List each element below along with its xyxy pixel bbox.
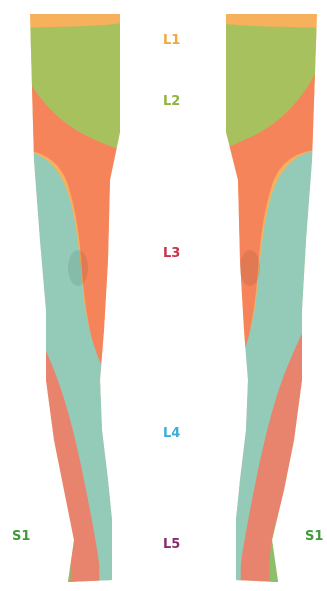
right-knee-shade bbox=[240, 250, 260, 286]
label-l2: L2 bbox=[163, 94, 180, 109]
label-l3: L3 bbox=[163, 246, 180, 261]
label-s1-right: S1 bbox=[305, 529, 323, 544]
right-l4-lower-region bbox=[228, 470, 241, 591]
label-l5: L5 bbox=[163, 537, 180, 552]
left-knee-shade bbox=[68, 250, 88, 286]
right-leg bbox=[200, 0, 327, 591]
label-l1: L1 bbox=[163, 33, 180, 48]
left-s1-region bbox=[59, 520, 71, 590]
label-l4: L4 bbox=[163, 426, 180, 441]
label-s1-left: S1 bbox=[12, 529, 30, 544]
left-leg bbox=[0, 0, 160, 591]
